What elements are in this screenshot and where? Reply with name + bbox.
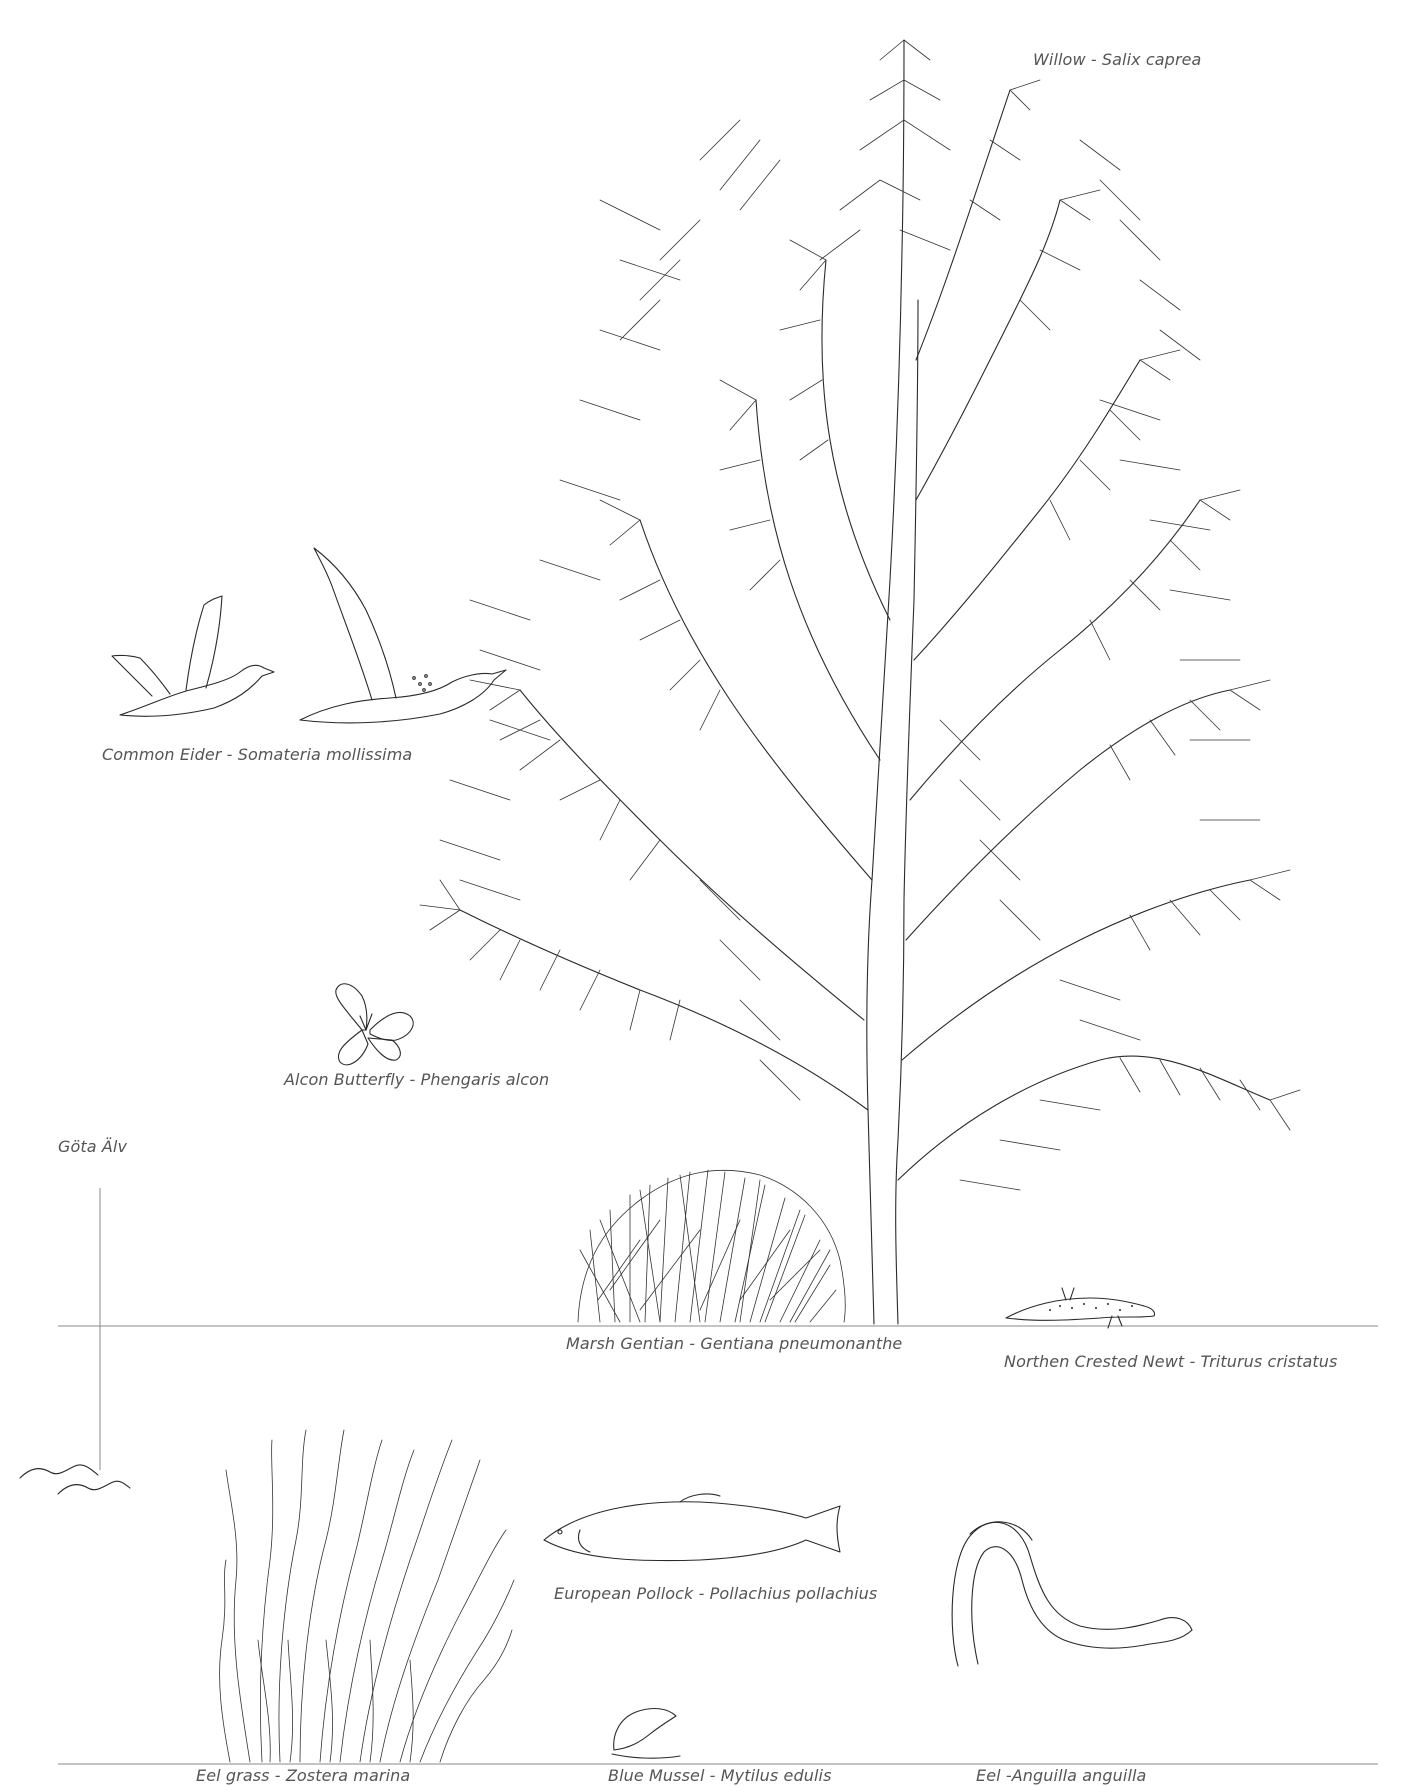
common-eider-illustration: [112, 548, 506, 723]
newt-label: Northen Crested Newt - Triturus cristatu…: [1004, 1352, 1337, 1371]
marsh-gentian-illustration: [578, 1170, 845, 1322]
willow-tree-illustration: [420, 40, 1300, 1324]
eel-grass-illustration: [220, 1430, 514, 1762]
river-label: Göta Älv: [58, 1137, 127, 1156]
butterfly-label: Alcon Butterfly - Phengaris alcon: [284, 1070, 549, 1089]
willow-label: Willow - Salix caprea: [1033, 50, 1201, 69]
pollock-label: European Pollock - Pollachius pollachius: [554, 1584, 877, 1603]
eider-label: Common Eider - Somateria mollissima: [102, 745, 412, 764]
european-pollock-illustration: [544, 1494, 840, 1561]
blue-mussel-illustration: [612, 1709, 680, 1759]
eel-illustration: [952, 1522, 1192, 1666]
eelgrass-label: Eel grass - Zostera marina: [196, 1766, 410, 1785]
water-waves-icon: [20, 1465, 130, 1494]
crested-newt-illustration: [1006, 1288, 1155, 1328]
alcon-butterfly-illustration: [336, 984, 413, 1065]
mussel-label: Blue Mussel - Mytilus edulis: [608, 1766, 832, 1785]
gentian-label: Marsh Gentian - Gentiana pneumonanthe: [566, 1334, 902, 1353]
eel-label: Eel -Anguilla anguilla: [976, 1766, 1146, 1785]
